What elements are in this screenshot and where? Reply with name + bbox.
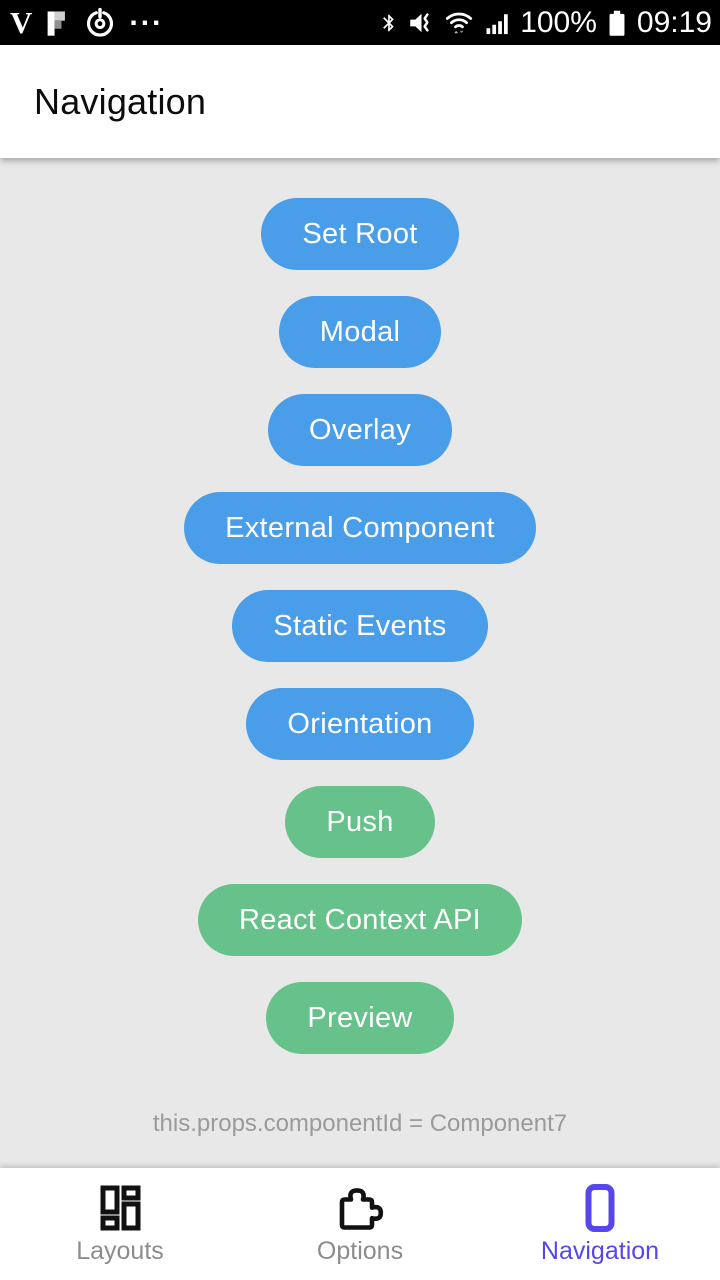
component-id-caption: this.props.componentId = Component7	[152, 1110, 568, 1137]
puzzle-icon	[339, 1188, 384, 1230]
phone-outline-icon	[585, 1184, 615, 1232]
tab-options[interactable]: Options	[240, 1168, 480, 1280]
layouts-grid-icon	[100, 1185, 141, 1231]
orientation-button[interactable]: Orientation	[246, 688, 474, 760]
react-context-api-button[interactable]: React Context API	[197, 884, 523, 956]
v-app-notification-icon: V	[10, 5, 33, 40]
wifi-icon	[446, 12, 473, 33]
page-title: Navigation	[34, 80, 207, 122]
bluetooth-icon	[383, 14, 394, 31]
external-component-button[interactable]: External Component	[184, 492, 536, 564]
vibrate-mute-icon	[410, 12, 429, 32]
status-bar-system-icons: 100% 09:19	[379, 0, 712, 45]
preview-button[interactable]: Preview	[266, 982, 454, 1054]
navigation-screen-content: Set Root Modal Overlay External Componen…	[0, 158, 720, 1168]
battery-icon	[609, 10, 625, 36]
blocks-glyph-icon	[48, 10, 66, 36]
battery-percent: 100%	[520, 6, 597, 39]
tab-layouts[interactable]: Layouts	[0, 1168, 240, 1280]
tab-options-label: Options	[316, 1237, 404, 1265]
status-bar: V ...	[0, 0, 720, 45]
overflow-ellipsis: ...	[129, 0, 164, 32]
static-events-button[interactable]: Static Events	[232, 590, 488, 662]
push-button[interactable]: Push	[285, 786, 435, 858]
timer-icon	[87, 7, 114, 37]
tab-navigation[interactable]: Navigation	[480, 1168, 720, 1280]
bottom-tab-bar: Layouts Options Navigation	[0, 1168, 720, 1280]
modal-button[interactable]: Modal	[278, 296, 442, 368]
set-root-button[interactable]: Set Root	[261, 198, 459, 270]
tab-navigation-label: Navigation	[540, 1237, 660, 1265]
status-bar-notification-icons: V ...	[10, 0, 163, 45]
signal-icon	[486, 13, 508, 34]
app-bar: Navigation	[0, 45, 720, 158]
overlay-button[interactable]: Overlay	[267, 394, 452, 466]
tab-layouts-label: Layouts	[76, 1237, 164, 1265]
clock: 09:19	[636, 6, 712, 39]
